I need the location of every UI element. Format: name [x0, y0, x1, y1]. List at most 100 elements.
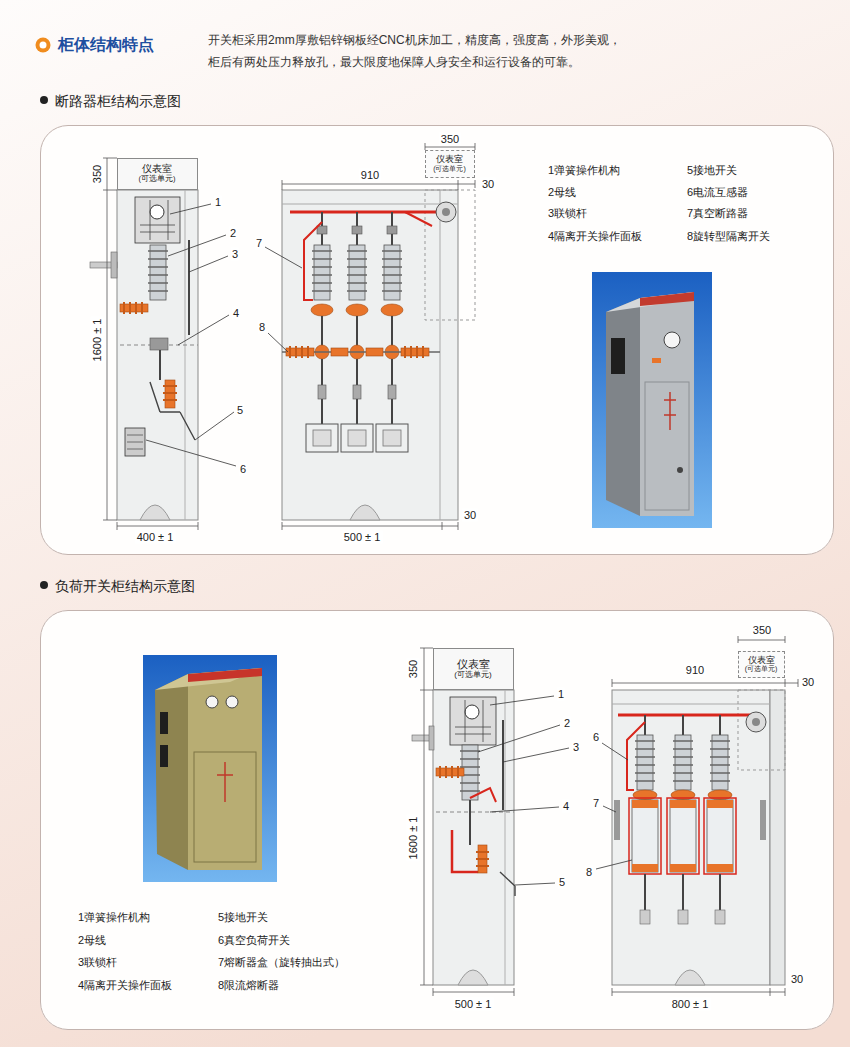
- page-ground: [40, 96, 48, 104]
- load-switch-cabinet-front-view: [704, 715, 736, 924]
- load-switch-cabinet-side-view: [502, 720, 504, 810]
- callout-number: 3: [572, 741, 580, 754]
- callout-number: 6: [239, 463, 247, 476]
- breaker-cabinet-front-view: [282, 190, 458, 520]
- instrument-room-box: 仪表室(可选单元): [433, 648, 514, 690]
- load-switch-cabinet-front-view: [629, 715, 661, 924]
- part-key: 8限流熔断器: [218, 978, 279, 992]
- leader-lines: [602, 743, 628, 760]
- load-switch-cabinet-front-view: [612, 690, 770, 985]
- part-key: 5接地开关: [218, 910, 268, 924]
- breaker-cabinet-side-view: [150, 382, 195, 440]
- part-key: 4隔离开关操作面板: [78, 978, 172, 992]
- breaker-cabinet-front-view: [442, 208, 450, 216]
- breaker-cabinet-side-view: [185, 190, 186, 520]
- load-switch-cabinet-front-view: [738, 690, 785, 770]
- dimension-lines: [420, 636, 798, 996]
- cabinet-photo: [611, 338, 625, 374]
- dimension-lines: [612, 679, 798, 687]
- room-label: 仪表室: [457, 658, 490, 671]
- cabinet-photo: [160, 745, 168, 767]
- section-heading: 负荷开关柜结构示意图: [55, 577, 195, 595]
- breaker-cabinet-front-view: [401, 346, 429, 358]
- dimension-label: 910: [359, 169, 381, 182]
- callout-number: 8: [258, 321, 266, 334]
- load-switch-cabinet-side-view: [412, 690, 515, 985]
- breaker-cabinet-side-view: [135, 197, 180, 243]
- dimension-label: 350: [407, 658, 420, 680]
- breaker-cabinet-front-view: [306, 212, 338, 452]
- cabinet-photo: [606, 298, 640, 516]
- dimension-label: 30: [462, 509, 478, 522]
- dimension-label: 500 ± 1: [342, 531, 383, 544]
- dimension-lines: [433, 988, 514, 996]
- callout-number: 6: [592, 731, 600, 744]
- part-key: 1弹簧操作机构: [78, 910, 150, 924]
- load-switch-cabinet-side-view: [452, 830, 478, 872]
- breaker-cabinet-front-view: [304, 222, 322, 300]
- load-switch-cabinet-front-view: [675, 970, 705, 985]
- callout-number: 1: [557, 688, 565, 701]
- dimension-lines: [103, 158, 117, 520]
- dimension-lines: [420, 648, 433, 985]
- leader-lines: [178, 315, 229, 345]
- leader-lines: [268, 333, 288, 352]
- cabinet-photo: [206, 696, 218, 708]
- cabinet-photo: [664, 332, 680, 348]
- part-key: 3联锁杆: [548, 206, 587, 220]
- room-label: (可选单元): [433, 165, 466, 173]
- breaker-cabinet-side-view: [148, 245, 168, 300]
- load-switch-cabinet-front-view: [614, 800, 620, 840]
- breaker-cabinet-side-view: [140, 505, 170, 520]
- breaker-cabinet-side-view: [159, 350, 161, 380]
- callout-number: 5: [558, 876, 566, 889]
- breaker-cabinet-front-view: [436, 202, 456, 222]
- load-switch-cabinet-side-view: [505, 690, 506, 985]
- load-switch-cabinet-front-view: [760, 800, 766, 840]
- dimension-label: 30: [789, 973, 805, 986]
- breaker-cabinet-front-view: [286, 346, 314, 358]
- load-switch-cabinet-front-view: [627, 722, 645, 790]
- room-label: (可选单元): [454, 670, 491, 679]
- callout-number: 4: [562, 800, 570, 813]
- room-label: 仪表室: [142, 163, 172, 175]
- part-key: 6电流互感器: [687, 185, 748, 199]
- callout-number: 3: [231, 248, 239, 261]
- breaker-cabinet-side-view: [150, 338, 168, 350]
- dimension-lines: [738, 636, 785, 643]
- cabinet-photo: [640, 292, 694, 516]
- dimension-label: 30: [800, 676, 816, 689]
- breaker-cabinet-front-view: [331, 348, 348, 356]
- dimension-lines: [282, 180, 475, 190]
- leader-lines: [189, 256, 228, 272]
- cabinet-photo: [188, 668, 262, 682]
- load-switch-cabinet-side-view: [433, 690, 514, 985]
- section-heading: 断路器柜结构示意图: [55, 92, 181, 110]
- breaker-cabinet-side-view: [188, 240, 190, 335]
- part-key: 4隔离开关操作面板: [548, 229, 642, 243]
- cabinet-photo: [143, 655, 277, 882]
- callout-number: 4: [232, 307, 240, 320]
- leader-lines: [265, 247, 302, 268]
- description-text: 开关柜采用2mm厚敷铝锌钢板经CNC机床加工，精度高，强度高，外形美观， 柜后有…: [208, 29, 634, 73]
- section-title: 柜体结构特点: [58, 35, 154, 55]
- room-label: (可选单元): [139, 175, 176, 184]
- dimension-label: 500 ± 1: [453, 998, 494, 1011]
- load-switch-cabinet-side-view: [458, 970, 488, 985]
- cabinet-photo: [155, 674, 188, 870]
- load-switch-cabinet-front-view: [618, 714, 760, 717]
- breaker-cabinet-side-view: [120, 302, 148, 314]
- dimension-label: 350: [751, 624, 773, 637]
- cabinet-photo: [592, 272, 712, 528]
- leader-lines: [170, 204, 211, 214]
- instrument-room-box: 仪表室(可选单元): [425, 150, 475, 178]
- part-key: 1弹簧操作机构: [548, 163, 620, 177]
- part-key: 3联锁杆: [78, 955, 117, 969]
- breaker-cabinet-front-view: [350, 505, 380, 520]
- callout-number: 7: [255, 237, 263, 250]
- dimension-label: 800 ± 1: [670, 998, 711, 1011]
- room-label: (可选单元): [745, 665, 778, 673]
- load-switch-cabinet-side-view: [476, 852, 489, 866]
- breaker-cabinet-front-view: [282, 190, 475, 520]
